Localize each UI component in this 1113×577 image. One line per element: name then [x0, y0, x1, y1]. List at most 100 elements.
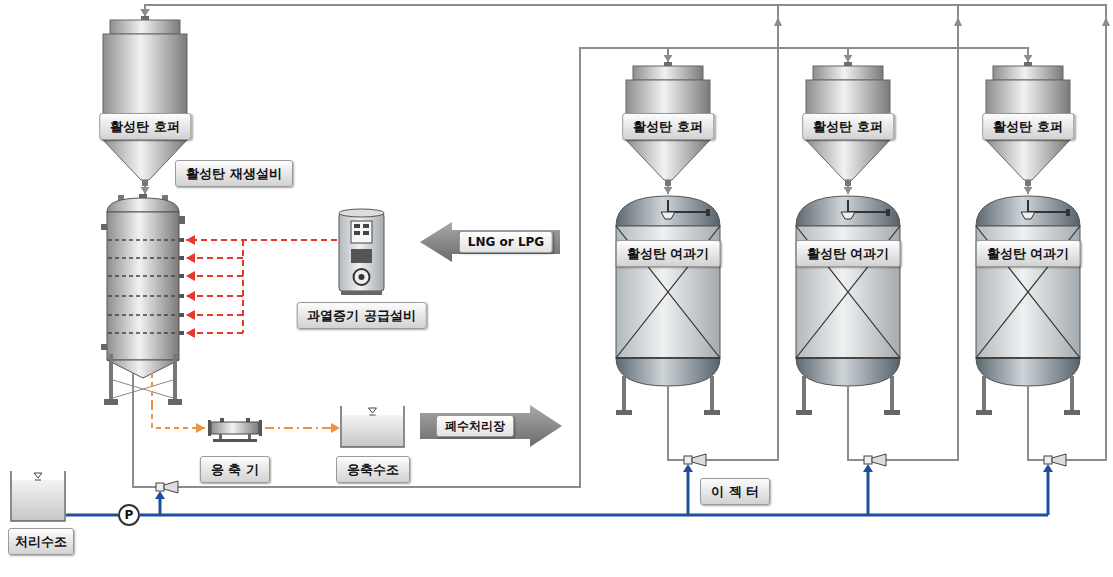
flow-path	[145, 5, 958, 460]
arrow-head	[141, 187, 150, 194]
carbon-hopper: 활성탄 호퍼	[618, 62, 718, 186]
carbon-filter-drawing-part	[884, 410, 900, 415]
regeneration-vessel-drawing-part	[108, 314, 178, 316]
arrow-head	[186, 253, 195, 263]
carbon-filter: 활성탄 여과기	[786, 194, 910, 415]
flow-line	[141, 186, 150, 194]
arrow-head	[141, 9, 150, 16]
carbon-filter-drawing	[786, 194, 910, 415]
carbon-filter-drawing-part	[1028, 200, 1066, 212]
water-supply-line-part	[863, 464, 873, 472]
equipment-label: 응 축 기	[200, 456, 270, 483]
carbon-filter-drawing-part	[796, 226, 900, 358]
carbon-filter-drawing-part	[1027, 386, 1029, 415]
regeneration-vessel: 활성탄 재생설비	[100, 194, 186, 405]
regeneration-vessel-drawing-part	[107, 198, 179, 212]
flow-direction-arrow-part	[774, 17, 782, 26]
arrow-head	[844, 55, 853, 62]
regeneration-vessel-drawing-part	[108, 275, 178, 277]
regeneration-vessel-drawing-part	[101, 224, 107, 230]
regeneration-vessel-drawing	[100, 194, 186, 405]
carbon-filter-drawing-part	[890, 376, 894, 410]
arrow-head	[186, 235, 195, 245]
carbon-filter-drawing-part	[802, 376, 806, 410]
steam-supply-unit-drawing	[337, 205, 386, 295]
equipment-label: 폐수처리장	[436, 415, 514, 437]
ejector-symbol-part	[864, 456, 872, 464]
steam-supply-unit-drawing-part	[363, 224, 369, 228]
equipment-label: 과열증기 공급설비	[296, 302, 427, 329]
regeneration-vessel-drawing-part	[113, 380, 173, 398]
regeneration-vessel-drawing-part	[108, 257, 178, 259]
condensate-tank-drawing-part	[369, 408, 377, 413]
carbon-filter-drawing-part	[796, 358, 900, 386]
condenser-drawing-part	[246, 418, 250, 422]
regeneration-vessel-drawing-part	[179, 216, 185, 224]
condensate-tank-drawing-part	[341, 406, 404, 447]
arrow-head	[1024, 187, 1033, 194]
flow-line	[1024, 186, 1033, 194]
steam-supply-unit: 과열증기 공급설비	[337, 205, 386, 295]
flow-direction-arrow-part	[1102, 17, 1110, 26]
carbon-filter-drawing-part	[976, 226, 1080, 358]
carbon-hopper: 활성탄 호퍼	[798, 62, 898, 186]
carbon-filter-drawing-part	[710, 376, 714, 410]
water-supply-line-part	[155, 491, 165, 499]
treatment-tank-drawing-part	[35, 480, 41, 481]
regeneration-vessel-drawing-part	[132, 373, 134, 405]
treatment-tank-drawing-part	[34, 473, 42, 478]
carbon-filter-drawing-part	[616, 410, 632, 415]
carbon-filter-drawing-part	[796, 226, 900, 358]
condenser-drawing-part	[213, 439, 257, 442]
flow-path	[133, 48, 1028, 487]
steam-supply-unit-drawing-part	[351, 249, 372, 263]
flow-path	[145, 5, 1106, 460]
carbon-filter-drawing-part	[622, 376, 626, 410]
equipment-label: 활성탄 여과기	[616, 240, 721, 267]
equipment-label: P	[120, 506, 138, 524]
carbon-filter-drawing-part	[704, 410, 720, 415]
carbon-filter-drawing-part	[661, 212, 675, 219]
carbon-hopper-drawing-part	[986, 140, 1070, 180]
water-supply-line-part	[687, 472, 690, 515]
regeneration-vessel-drawing-part	[151, 373, 153, 405]
carbon-filter-drawing-part	[667, 386, 669, 415]
ejector-symbol-part	[692, 454, 706, 466]
equipment-label: LNG or LPG	[459, 231, 553, 253]
carbon-filter-drawing-part	[616, 196, 720, 226]
water-supply-line	[140, 464, 1053, 515]
flow-path	[133, 48, 848, 487]
treatment-tank-drawing-part	[12, 480, 64, 521]
flow-line	[133, 48, 1033, 487]
carbon-filter-drawing-part	[796, 196, 900, 226]
ejector-symbol-part	[684, 456, 692, 464]
carbon-filter-drawing-part	[847, 386, 849, 415]
equipment-label: 활성탄 재생설비	[175, 160, 293, 187]
regeneration-vessel-drawing-part	[179, 313, 184, 317]
arrow-head	[186, 291, 195, 301]
arrow-head	[844, 187, 853, 194]
carbon-filter-drawing	[606, 194, 730, 415]
equipment-label: 활성탄 호퍼	[99, 113, 191, 140]
fuel-arrow: LNG or LPG	[420, 222, 560, 262]
steam-supply-unit-drawing-part	[363, 231, 369, 235]
carbon-filter-drawing-part	[976, 410, 992, 415]
ejector-symbol-part	[1044, 456, 1052, 464]
flow-path	[66, 514, 118, 517]
arrow-head	[664, 55, 673, 62]
carbon-hopper-drawing-part	[633, 66, 703, 80]
arrow-head	[186, 328, 195, 338]
carbon-hopper-drawing-part	[626, 140, 710, 180]
water-supply-line-part	[1043, 464, 1053, 472]
wastewater-arrow-drawing-part	[420, 405, 562, 447]
ejector-symbol	[156, 454, 1066, 493]
regeneration-vessel-drawing-part	[179, 274, 184, 278]
carbon-filter-drawing-part	[1021, 212, 1035, 219]
flow-line	[265, 423, 340, 433]
wastewater-arrow: 폐수처리장	[420, 405, 562, 447]
condensate-tank-drawing	[340, 405, 405, 448]
carbon-filter-drawing-part	[886, 209, 890, 216]
condensate-tank-drawing-part	[370, 415, 376, 416]
steam-supply-unit-drawing-part	[339, 209, 384, 217]
carbon-filter-drawing	[966, 194, 1090, 415]
